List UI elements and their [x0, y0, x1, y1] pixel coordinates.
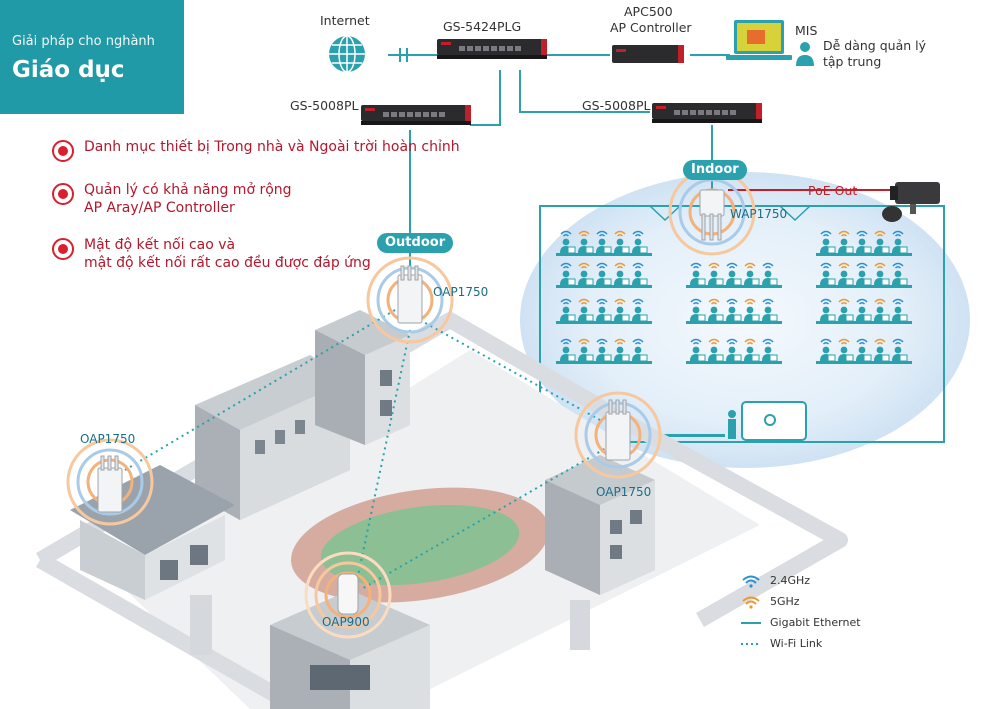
- gs-5008pl-left-switch: [361, 105, 471, 125]
- switch-left-label: GS-5008PL: [290, 98, 359, 113]
- football-field: [320, 504, 520, 586]
- feature-item: Quản lý có khả năng mở rộng AP Aray/AP C…: [52, 181, 292, 217]
- legend-label: Wi-Fi Link: [770, 637, 823, 650]
- wap1750-label: WAP1750: [730, 207, 788, 221]
- legend-item: 2.4GHz: [740, 570, 890, 591]
- core-switch-label: GS-5424PLG: [443, 19, 522, 34]
- controller-label-line1: APC500: [624, 4, 673, 19]
- wifi-links: [124, 309, 621, 591]
- apc500-controller-device: [612, 45, 684, 63]
- legend-item: 5GHz: [740, 591, 890, 612]
- outdoor-tag: Outdoor: [377, 233, 454, 253]
- teacher-icon: [728, 410, 736, 418]
- page-title: Giáo dục: [12, 57, 125, 83]
- gs-5008pl-right-switch: [652, 103, 762, 123]
- desk: [556, 321, 652, 324]
- legend-item: Gigabit Ethernet: [740, 612, 890, 633]
- desk: [816, 285, 912, 288]
- mis-laptop-icon: [726, 20, 792, 60]
- title-subtitle: Giải pháp cho nghành: [12, 34, 155, 49]
- legend: 2.4GHz 5GHz Gigabit Ethernet Wi-Fi Link: [740, 570, 890, 654]
- record-bullet-icon: [52, 183, 74, 205]
- mis-label: MIS: [795, 23, 818, 38]
- wifi-24-icon: [742, 575, 760, 588]
- oap1750-left-label: OAP1750: [80, 432, 136, 446]
- wifi-link-icon: [741, 642, 761, 645]
- desk: [556, 253, 652, 256]
- mis-user-icon: [796, 42, 814, 66]
- internet-globe-icon: [329, 35, 365, 73]
- oap1750-right-device: [605, 399, 631, 461]
- desk: [686, 321, 782, 324]
- feature-line: mật độ kết nối rất cao đều được đáp ứng: [84, 255, 371, 271]
- poe-out-label: PoE Out: [808, 183, 858, 198]
- building-right: [545, 455, 655, 595]
- feature-item: Mật độ kết nối cao và mật độ kết nối rất…: [52, 236, 371, 272]
- gs-5424plg-switch: [437, 39, 547, 59]
- feature-line: Mật độ kết nối cao và: [84, 237, 236, 253]
- desk: [816, 253, 912, 256]
- oap1750-center-device: [397, 265, 423, 324]
- oap900-label: OAP900: [322, 615, 370, 629]
- building-house-left: [70, 465, 235, 600]
- desk: [556, 361, 652, 364]
- oap1750-right-label: OAP1750: [596, 485, 652, 499]
- building-bottom: [270, 590, 430, 709]
- oap1750-center-label: OAP1750: [433, 285, 489, 299]
- wap1750-device: [699, 189, 725, 241]
- feature-line: AP Aray/AP Controller: [84, 200, 235, 216]
- oap900-device: [337, 573, 359, 615]
- desk: [816, 361, 912, 364]
- ip-camera-icon: [882, 182, 940, 222]
- oap1750-left-device: [97, 455, 123, 513]
- controller-label-line2: AP Controller: [610, 20, 692, 35]
- desk: [686, 285, 782, 288]
- feature-item: Danh mục thiết bị Trong nhà và Ngoài trờ…: [52, 138, 460, 162]
- indoor-tag: Indoor: [683, 160, 747, 180]
- switch-right-label: GS-5008PL: [582, 98, 651, 113]
- wifi-5g-icon: [742, 596, 760, 609]
- feature-line: Quản lý có khả năng mở rộng: [84, 182, 292, 198]
- student-groups: [556, 230, 912, 364]
- building-tower: [315, 310, 410, 445]
- legend-label: 5GHz: [770, 595, 800, 608]
- record-bullet-icon: [52, 140, 74, 162]
- ethernet-line-icon: [741, 621, 761, 624]
- desk: [556, 285, 652, 288]
- internet-label: Internet: [320, 13, 370, 28]
- legend-item: Wi-Fi Link: [740, 633, 890, 654]
- title-panel: Giải pháp cho nghành Giáo dục: [0, 0, 184, 114]
- record-bullet-icon: [52, 238, 74, 260]
- desk: [816, 321, 912, 324]
- feature-line: Danh mục thiết bị Trong nhà và Ngoài trờ…: [84, 139, 460, 155]
- legend-label: 2.4GHz: [770, 574, 811, 587]
- mis-note-line1: Dễ dàng quản lý: [823, 38, 926, 53]
- desk: [686, 361, 782, 364]
- legend-label: Gigabit Ethernet: [770, 616, 861, 629]
- mis-note-line2: tập trung: [823, 54, 882, 69]
